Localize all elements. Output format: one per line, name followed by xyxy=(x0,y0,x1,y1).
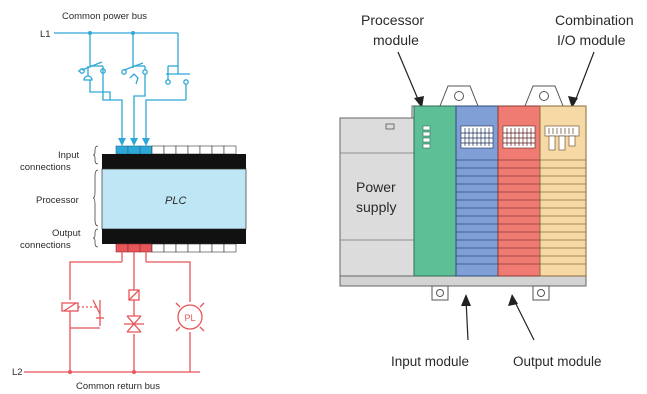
power-led-icon xyxy=(385,123,395,130)
limit-switch-icon xyxy=(121,62,148,85)
output-module-label: Output module xyxy=(513,354,602,369)
combo-module-stripes xyxy=(540,159,586,265)
input-connections-label-line2: connections xyxy=(20,162,71,173)
power-supply-label-line1: Power xyxy=(356,179,396,195)
output-indicator-lines xyxy=(503,128,535,146)
mounting-hangers xyxy=(439,85,564,107)
chassis-bottom-rail xyxy=(339,275,587,287)
input-connections-label-line1: Input xyxy=(58,150,79,161)
bottom-tabs xyxy=(431,285,550,301)
output-connections-label-line1: Output xyxy=(52,228,81,239)
processor-module xyxy=(413,105,457,277)
left-plc-wiring-diagram: Common power bus L1 xyxy=(12,11,247,392)
push-button-switch-icon xyxy=(165,65,190,100)
label-arrowheads xyxy=(414,96,578,306)
output-module-stripes xyxy=(498,159,540,265)
common-power-bus-label: Common power bus xyxy=(62,11,147,22)
pressure-switch-icon xyxy=(78,61,106,81)
return-bus-nodes xyxy=(68,370,136,374)
combination-io-label-line2: I/O module xyxy=(557,32,626,48)
plc-label: PLC xyxy=(165,195,186,207)
output-connection-bar xyxy=(102,229,246,244)
l2-label: L2 xyxy=(12,367,23,378)
processor-label: Processor xyxy=(36,195,79,206)
solenoid-contact-icon xyxy=(61,299,104,329)
pilot-light-icon xyxy=(175,302,205,332)
input-arrowheads xyxy=(118,138,150,146)
processor-module-label-line2: module xyxy=(373,32,419,48)
input-connection-bar xyxy=(102,154,246,169)
output-wires xyxy=(34,252,200,373)
input-terminal-strip xyxy=(115,145,237,155)
label-arrows xyxy=(397,51,595,341)
input-module-stripes xyxy=(456,159,498,265)
input-wires xyxy=(89,73,186,138)
plc-processor-block xyxy=(101,168,247,230)
processor-leds xyxy=(422,125,431,149)
power-supply-module xyxy=(339,117,415,277)
pilot-light-label: PL xyxy=(184,313,195,323)
input-module-label: Input module xyxy=(391,354,469,369)
processor-module-label-line1: Processor xyxy=(361,12,424,28)
output-terminal-strip xyxy=(115,243,237,253)
common-return-bus-label: Common return bus xyxy=(76,381,160,392)
combo-indicator-lines xyxy=(548,128,574,134)
combination-io-label-line1: Combination xyxy=(555,12,634,28)
input-indicator-lines xyxy=(461,128,493,146)
right-plc-rack-diagram: Processor module Combination I/O module xyxy=(339,12,634,369)
section-braces xyxy=(92,145,99,248)
output-connections-label-line2: connections xyxy=(20,240,71,251)
power-supply-label-line2: supply xyxy=(356,199,396,215)
l1-label: L1 xyxy=(40,29,51,40)
solenoid-valve-icon xyxy=(124,289,144,333)
combo-indicator-grid xyxy=(544,125,580,151)
